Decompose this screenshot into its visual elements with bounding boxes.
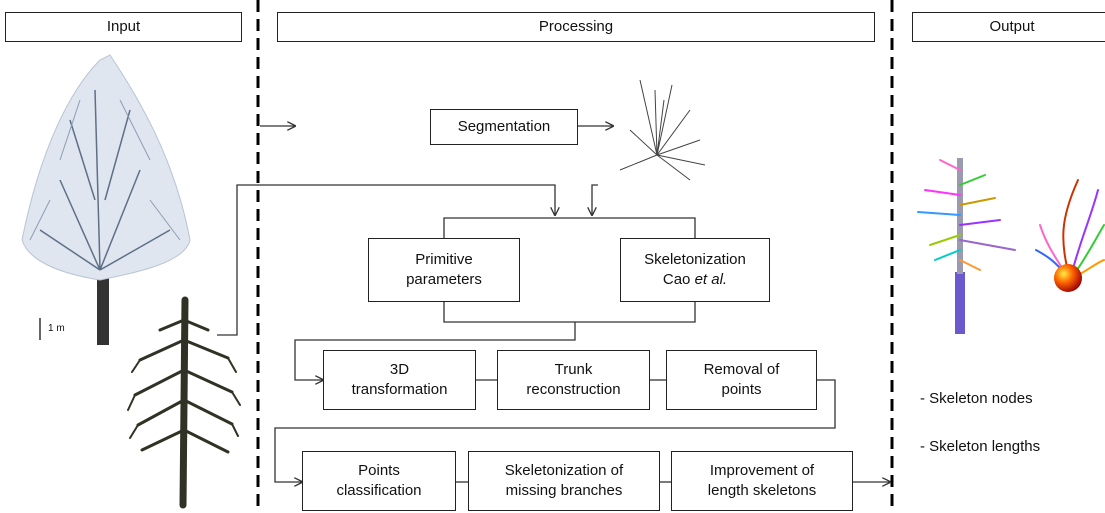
primitive-line-2: parameters: [406, 271, 482, 288]
segmentation-box: Segmentation: [430, 109, 578, 145]
improvement-line-2: length skeletons: [707, 482, 817, 499]
output-header: Output: [912, 12, 1105, 42]
trunk-line-1: Trunk: [554, 361, 593, 378]
primitive-parameters-box: Primitive parameters: [368, 238, 520, 302]
skeletonization-etal: et al.: [694, 271, 728, 288]
skeletonization-missing-box: Skeletonization of missing branches: [468, 451, 660, 511]
removal-line-2: points: [721, 381, 762, 398]
winter-tree-image: [21, 54, 191, 345]
pruned-tree-image: [127, 296, 241, 509]
scale-label: 1 m: [48, 323, 65, 334]
connectors: [217, 126, 890, 482]
improvement-box: Improvement of length skeletons: [671, 451, 853, 511]
primitive-line-1: Primitive: [415, 251, 473, 268]
segmentation-sketch: [619, 79, 706, 181]
skeletonization-line-2: Cao et al.: [644, 270, 746, 290]
classification-line-2: classification: [336, 482, 422, 499]
classification-line-1: Points: [358, 462, 400, 479]
output-header-label: Output: [989, 18, 1035, 35]
transformation-line-1: 3D: [389, 361, 410, 378]
trunk-line-2: reconstruction: [526, 381, 621, 398]
removal-points-box: Removal of points: [666, 350, 817, 410]
trunk-reconstruction-box: Trunk reconstruction: [497, 350, 650, 410]
output-item-lengths: - Skeleton lengths: [920, 438, 1041, 455]
removal-line-1: Removal of: [703, 361, 780, 378]
branch-sphere-image: [1035, 179, 1105, 292]
input-header-label: Input: [106, 18, 141, 35]
transformation-box: 3D transformation: [323, 350, 476, 410]
output-item-nodes: - Skeleton nodes: [920, 390, 1033, 407]
skeletonization-cao-box: Skeletonization Cao et al.: [620, 238, 770, 302]
segmentation-label: Segmentation: [457, 118, 551, 135]
missing-line-2: missing branches: [505, 482, 623, 499]
skeleton-tree-image: [917, 158, 1016, 334]
input-header: Input: [5, 12, 242, 42]
improvement-line-1: Improvement of: [709, 462, 815, 479]
processing-header-label: Processing: [538, 18, 614, 35]
skeletonization-author: Cao: [662, 271, 695, 288]
transformation-line-2: transformation: [351, 381, 448, 398]
points-classification-box: Points classification: [302, 451, 456, 511]
processing-header: Processing: [277, 12, 875, 42]
skeletonization-line-1: Skeletonization: [644, 251, 746, 268]
missing-line-1: Skeletonization of: [504, 462, 624, 479]
